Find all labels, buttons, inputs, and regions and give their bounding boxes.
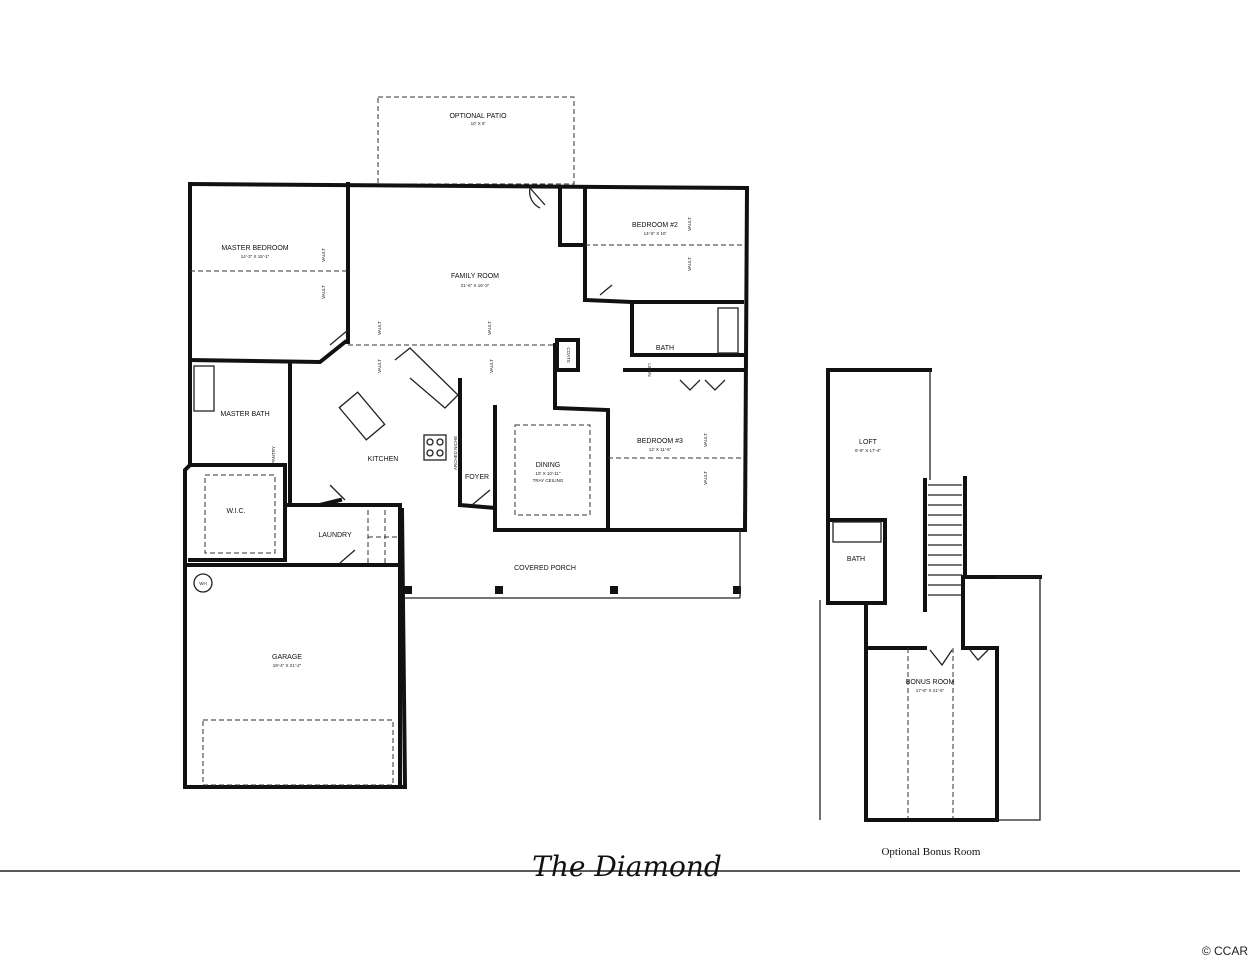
svg-text:VAULT: VAULT [321, 285, 326, 299]
dining-note: TRAY CEILING [533, 478, 564, 483]
copyright: © CCAR [1202, 944, 1249, 958]
master-bedroom-size: 14'-3" X 15'-1" [241, 254, 270, 259]
bonus-stairs [928, 484, 962, 596]
master-bath-label: MASTER BATH [220, 411, 269, 418]
arched-niche-label: ARCHED NICHE [453, 436, 458, 470]
laundry-label: LAUNDRY [318, 532, 352, 539]
porch-posts [404, 530, 741, 599]
svg-text:VAULT: VAULT [377, 321, 382, 335]
bonus-caption: Optional Bonus Room [881, 846, 980, 858]
svg-text:VAULT: VAULT [703, 471, 708, 485]
linen-label: LINEN [647, 363, 652, 376]
patio-size: 10' X 8' [471, 121, 486, 126]
svg-text:VAULT: VAULT [489, 359, 494, 373]
stairs [367, 510, 400, 563]
svg-text:VAULT: VAULT [703, 433, 708, 447]
dining-size: 10' X 10'-11" [536, 471, 561, 476]
foyer-label: FOYER [465, 474, 489, 481]
bathtub-icon [717, 307, 739, 354]
loft-label: LOFT [859, 439, 878, 446]
bedroom2-size: 14'-5" X 10' [644, 231, 667, 236]
wic-label: W.I.C. [226, 508, 245, 515]
plan-title: The Diamond [532, 850, 722, 883]
bedroom3-size: 12' X 11'-5" [649, 447, 672, 452]
master-bathtub-icon [193, 365, 215, 412]
kitchen-label: KITCHEN [368, 456, 399, 463]
family-room-label: FAMILY ROOM [451, 273, 499, 280]
bonus-doors [929, 649, 989, 667]
cooktop-icon [423, 434, 447, 461]
garage-door-outline [202, 719, 394, 786]
vault-marks: VAULT VAULT VAULT VAULT VAULT VAULT VAUL… [321, 217, 708, 485]
optional-patio [377, 96, 575, 185]
loft-bath-label: BATH [847, 556, 865, 563]
patio-label: OPTIONAL PATIO [449, 113, 507, 120]
garage-door-size: 3050 [401, 692, 406, 703]
kitchen-counter [394, 347, 459, 409]
water-heater-icon [193, 573, 213, 593]
pantry-label: PANTRY [271, 446, 276, 464]
kitchen-island [338, 391, 386, 441]
bonus-room-size: 17'-8" X 21'-5" [916, 688, 945, 693]
covered-porch-label: COVERED PORCH [514, 565, 576, 572]
svg-text:VAULT: VAULT [487, 321, 492, 335]
tray-ceiling-outline [514, 424, 591, 516]
svg-text:VAULT: VAULT [377, 359, 382, 373]
loft-size: 8'-9" X 17'-4" [855, 448, 881, 453]
main-house-walls [183, 181, 750, 789]
svg-text:VAULT: VAULT [687, 257, 692, 271]
svg-text:VAULT: VAULT [687, 217, 692, 231]
doors [329, 187, 726, 564]
bedroom3-label: BEDROOM #3 [637, 438, 683, 445]
garage-size: 19'-4" X 21'-2" [273, 663, 302, 668]
bath-label: BATH [656, 345, 674, 352]
coats-label: COATS [566, 347, 571, 362]
master-bedroom-label: MASTER BEDROOM [221, 245, 288, 252]
family-room-size: 21'-6" X 16'-3" [461, 283, 490, 288]
loft-bathtub-icon [832, 521, 882, 543]
bedroom2-label: BEDROOM #2 [632, 222, 678, 229]
water-heater-label: WH [199, 581, 207, 586]
svg-text:VAULT: VAULT [321, 248, 326, 262]
bonus-floor-walls [819, 368, 1042, 822]
bonus-room-label: BONUS ROOM [906, 679, 955, 686]
garage-label: GARAGE [272, 654, 302, 661]
dining-label: DINING [536, 462, 561, 469]
